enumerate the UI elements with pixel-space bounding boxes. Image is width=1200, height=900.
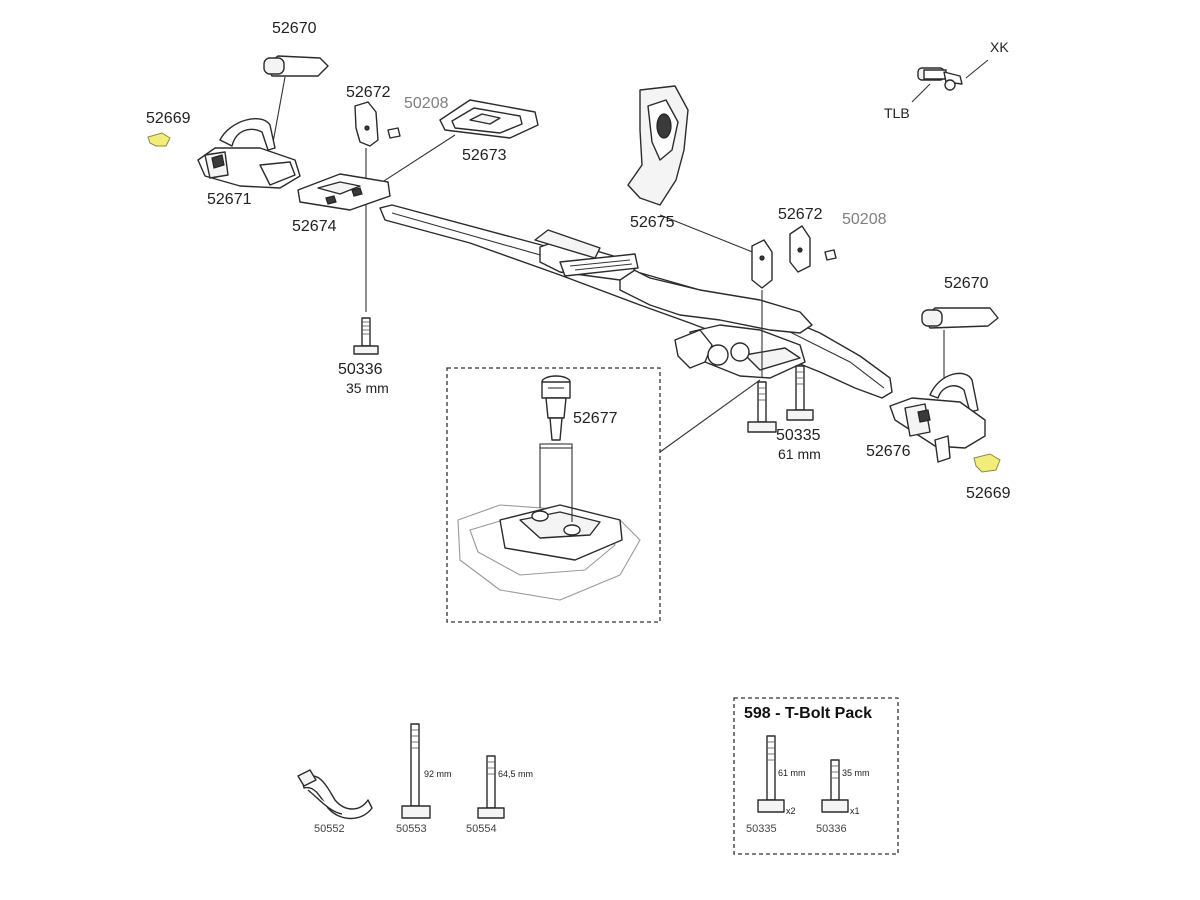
tbolt-b-qty: x1 xyxy=(850,806,860,816)
label-52676: 52676 xyxy=(866,443,911,460)
label-52672-right: 52672 xyxy=(778,206,823,223)
label-50335: 50335 xyxy=(776,427,821,444)
label-52677: 52677 xyxy=(573,410,618,427)
accessory-50552 xyxy=(297,769,373,820)
lock-and-key xyxy=(911,59,989,103)
right-wheel-holder xyxy=(889,307,1001,473)
label-50554-length: 64,5 mm xyxy=(498,769,533,779)
accessory-50554 xyxy=(477,755,505,819)
label-50335-length: 61 mm xyxy=(778,446,821,462)
base-plate-52674 xyxy=(297,173,391,211)
label-52670-right: 52670 xyxy=(944,275,989,292)
tbolt-b-length: 35 mm xyxy=(842,768,870,778)
label-50336: 50336 xyxy=(338,361,383,378)
left-bracket xyxy=(354,101,401,312)
label-50553: 50553 xyxy=(396,823,427,835)
label-52669-right: 52669 xyxy=(966,485,1011,502)
label-50208-right: 50208 xyxy=(842,211,887,228)
label-50336-length: 35 mm xyxy=(346,380,389,396)
label-52672-left: 52672 xyxy=(346,84,391,101)
main-rail xyxy=(379,204,893,399)
label-52669-left: 52669 xyxy=(146,110,191,127)
yellow-clip-right xyxy=(973,453,1001,473)
label-50553-length: 92 mm xyxy=(424,769,452,779)
label-52674: 52674 xyxy=(292,218,337,235)
accessory-50553 xyxy=(401,723,431,819)
rear-clamp xyxy=(674,324,806,379)
tbolt-pack-box xyxy=(733,697,899,855)
label-52671: 52671 xyxy=(207,191,252,208)
tbolt-a-qty: x2 xyxy=(786,806,796,816)
tbolt-a-length: 61 mm xyxy=(778,768,806,778)
label-50208-left: 50208 xyxy=(404,95,449,112)
label-52670-left: 52670 xyxy=(272,20,317,37)
label-52673: 52673 xyxy=(462,147,507,164)
yellow-clip-left xyxy=(147,132,171,147)
label-50554: 50554 xyxy=(466,823,497,835)
tbolts-50335 xyxy=(747,365,814,433)
frame-holder-52675 xyxy=(627,85,761,256)
label-tlb: TLB xyxy=(884,105,910,121)
left-wheel-holder xyxy=(147,55,329,189)
label-50552: 50552 xyxy=(314,823,345,835)
label-52675: 52675 xyxy=(630,214,675,231)
tbolt-50336 xyxy=(353,317,379,355)
tbolt-pack-title: 598 - T-Bolt Pack xyxy=(744,705,872,722)
tbolt-a-code: 50335 xyxy=(746,823,777,835)
right-bracket xyxy=(751,225,837,378)
label-xk: XK xyxy=(990,39,1009,55)
pad-52673 xyxy=(369,99,539,191)
detail-box-52677 xyxy=(446,367,661,623)
detail-leader-line xyxy=(659,379,761,453)
tbolt-b-code: 50336 xyxy=(816,823,847,835)
